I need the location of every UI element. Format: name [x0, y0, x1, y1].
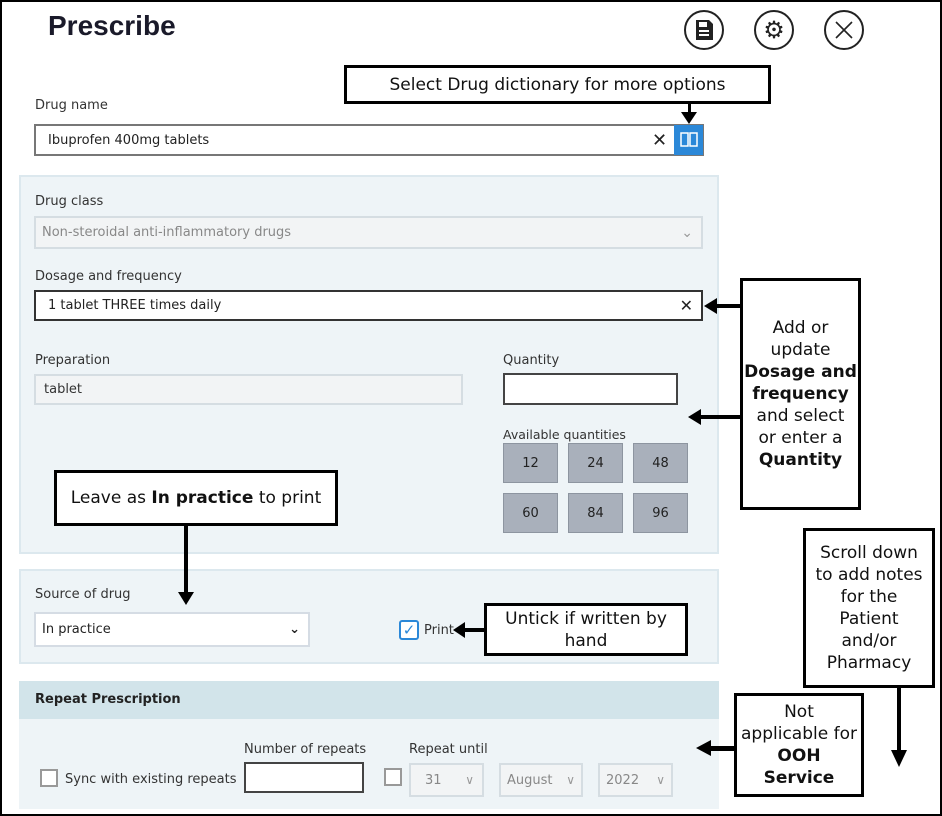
- callout-text: Leave as In practice to print: [71, 487, 322, 509]
- chevron-down-icon: ∨: [465, 773, 474, 787]
- callout-text: Quantity: [758, 450, 843, 470]
- drug-dictionary-button[interactable]: [674, 125, 703, 155]
- close-button[interactable]: [824, 10, 864, 50]
- callout-text: frequency: [752, 384, 849, 404]
- clear-drug-icon[interactable]: ✕: [652, 130, 668, 151]
- callout-text-post: to print: [253, 488, 322, 508]
- callout-text: Dosage and: [744, 362, 857, 382]
- callout-text: update: [770, 340, 831, 360]
- callout-text: Scroll down to add notes for the Patient…: [815, 543, 923, 673]
- arrow-line: [700, 415, 740, 419]
- page-title: Prescribe: [48, 10, 176, 41]
- chevron-down-icon: ⌄: [681, 224, 693, 241]
- arrow-line: [716, 304, 740, 308]
- arrow-line: [688, 104, 691, 114]
- arrow-head: [681, 112, 697, 124]
- callout-text: Add or: [772, 318, 829, 338]
- save-button[interactable]: [684, 10, 724, 50]
- clear-dosage-icon[interactable]: ✕: [679, 296, 693, 315]
- drug-name-input[interactable]: Ibuprofen 400mg tablets: [34, 124, 704, 156]
- callout-text-bold: In practice: [151, 488, 254, 508]
- quantity-input[interactable]: [503, 373, 678, 405]
- drug-name-label: Drug name: [35, 98, 108, 113]
- arrow-head: [688, 409, 701, 425]
- arrow-line: [464, 628, 484, 632]
- chevron-down-icon: ⌄: [289, 622, 300, 637]
- drug-class-select: Non-steroidal anti-inflammatory drugs ⌄: [34, 216, 703, 249]
- arrow-head: [453, 622, 465, 638]
- sync-label: Sync with existing repeats: [65, 772, 237, 787]
- callout-text-main: Not applicable for: [741, 702, 857, 744]
- save-icon: [696, 20, 713, 40]
- drug-name-value: Ibuprofen 400mg tablets: [48, 132, 210, 148]
- num-repeats-label: Number of repeats: [244, 742, 367, 757]
- repeat-until-label: Repeat until: [409, 742, 488, 757]
- month-value: August: [507, 772, 553, 788]
- dosage-value: 1 tablet THREE times daily: [48, 298, 222, 313]
- print-checkbox[interactable]: ✓: [399, 620, 419, 640]
- arrow-line: [184, 526, 188, 594]
- quantity-option-48[interactable]: 48: [633, 443, 688, 483]
- callout-text: Untick if written by hand: [505, 608, 667, 651]
- callout-text-bold: OOH Service: [763, 746, 835, 788]
- arrow-head: [178, 592, 194, 605]
- quantity-option-12[interactable]: 12: [503, 443, 558, 483]
- arrow-head: [704, 298, 717, 314]
- callout-text: Not applicable for OOH Service: [741, 701, 857, 789]
- print-label: Print: [424, 623, 454, 638]
- callout-ooh: Not applicable for OOH Service: [734, 693, 864, 797]
- quantity-option-24[interactable]: 24: [568, 443, 623, 483]
- month-select: August ∨: [499, 763, 583, 797]
- callout-text: Select Drug dictionary for more options: [389, 74, 726, 95]
- drug-class-value: Non-steroidal anti-inflammatory drugs: [42, 225, 292, 240]
- book-icon: [679, 132, 698, 147]
- available-quantities-label: Available quantities: [503, 427, 626, 442]
- dosage-input[interactable]: 1 tablet THREE times daily ✕: [34, 290, 703, 321]
- repeat-header-text: Repeat Prescription: [35, 692, 181, 707]
- callout-dictionary: Select Drug dictionary for more options: [344, 65, 771, 104]
- close-icon: [835, 21, 853, 39]
- dosage-label: Dosage and frequency: [35, 269, 182, 284]
- sync-checkbox[interactable]: [40, 769, 58, 787]
- callout-dosage: Add or update Dosage and frequency and s…: [740, 278, 861, 510]
- preparation-value: tablet: [44, 382, 83, 397]
- chevron-down-icon: ∨: [566, 773, 575, 787]
- arrow-head: [891, 750, 907, 767]
- callout-text: or enter a: [758, 428, 843, 448]
- preparation-label: Preparation: [35, 353, 111, 368]
- day-select: 31 ∨: [409, 763, 484, 797]
- callout-print: Untick if written by hand: [484, 603, 688, 656]
- gear-icon: ⚙: [763, 16, 785, 44]
- quantity-option-60[interactable]: 60: [503, 493, 558, 533]
- num-repeats-input[interactable]: [244, 762, 364, 793]
- day-value: 31: [425, 772, 442, 788]
- repeat-until-checkbox[interactable]: [384, 768, 402, 786]
- source-value: In practice: [42, 622, 111, 637]
- callout-text-pre: Leave as: [70, 488, 152, 508]
- drug-class-label: Drug class: [35, 194, 104, 209]
- source-label: Source of drug: [35, 587, 131, 602]
- arrow-head: [696, 740, 711, 756]
- arrow-line: [897, 688, 901, 750]
- preparation-field: tablet: [34, 374, 463, 405]
- quantity-option-84[interactable]: 84: [568, 493, 623, 533]
- year-select: 2022 ∨: [598, 763, 673, 797]
- repeat-section-header[interactable]: Repeat Prescription: [19, 681, 719, 719]
- chevron-down-icon: ∨: [656, 773, 665, 787]
- settings-button[interactable]: ⚙: [754, 10, 794, 50]
- quantity-label: Quantity: [503, 353, 560, 368]
- source-select[interactable]: In practice ⌄: [34, 612, 310, 647]
- callout-text: and select: [756, 406, 845, 426]
- callout-scroll: Scroll down to add notes for the Patient…: [803, 528, 935, 688]
- quantity-option-96[interactable]: 96: [633, 493, 688, 533]
- arrow-line: [710, 746, 734, 751]
- callout-practice: Leave as In practice to print: [54, 470, 338, 526]
- year-value: 2022: [606, 772, 640, 788]
